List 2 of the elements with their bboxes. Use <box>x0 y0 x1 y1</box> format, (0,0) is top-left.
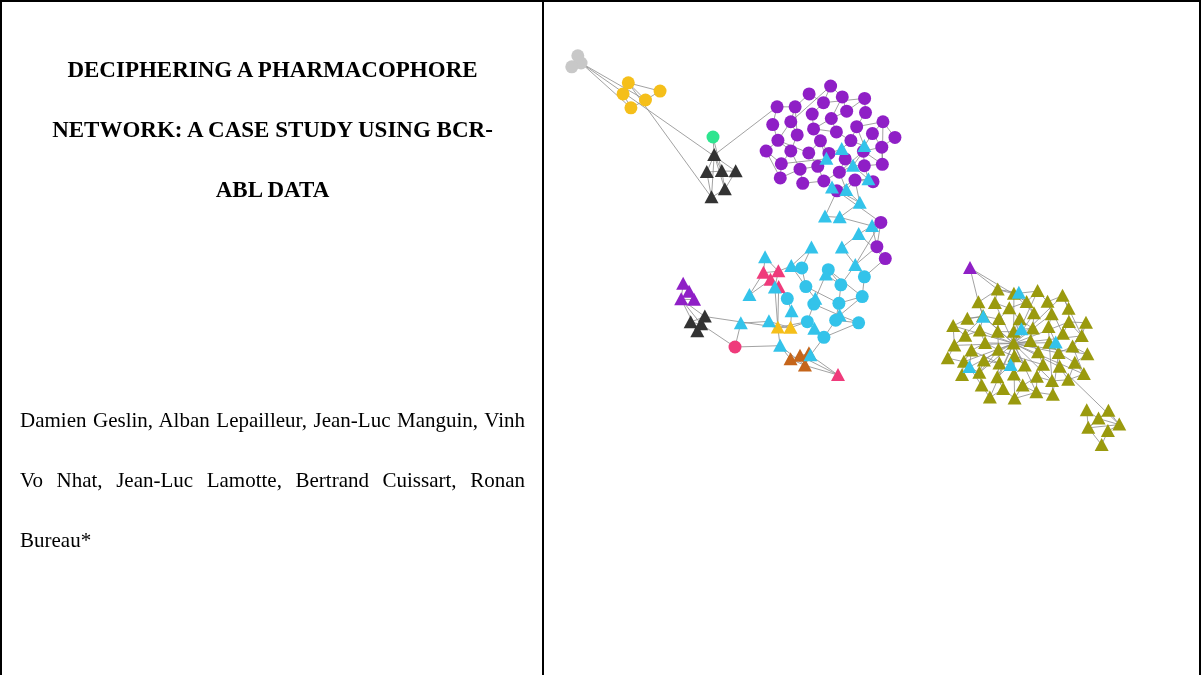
title: DECIPHERING A PHARMACOPHORE NETWORK: A CASE STUDY USING BCR-ABL DATA <box>51 56 494 204</box>
author-list: Damien Geslin, Alban Lepailleur, Jean-Luc Manguin, Vinh Vo Nhat, Jean-Luc Lamotte, Bertrand Cuissart, Ronan Bureau* <box>20 390 525 570</box>
